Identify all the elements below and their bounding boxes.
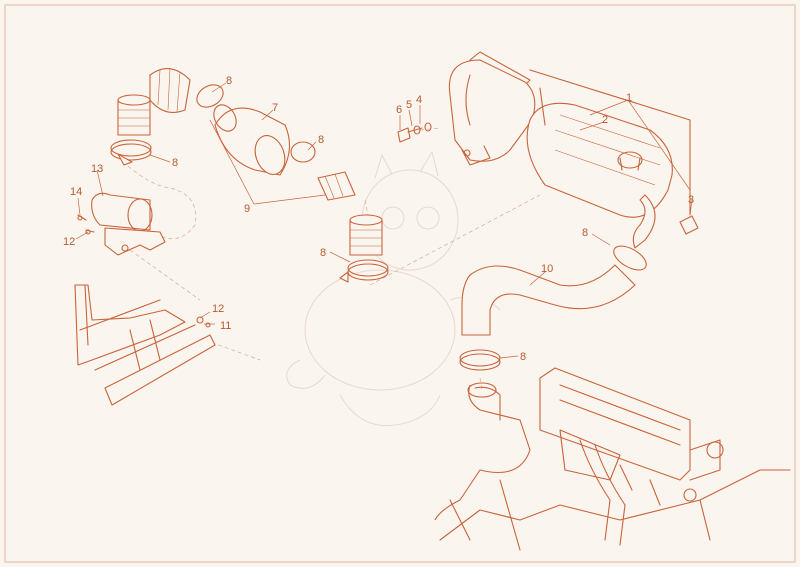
callout-7: 7 xyxy=(272,102,278,114)
callout-4: 4 xyxy=(416,94,422,106)
leader-lines xyxy=(75,82,693,359)
callout-13: 13 xyxy=(91,163,103,175)
callout-12-right: 12 xyxy=(212,303,224,315)
callout-9: 9 xyxy=(244,203,250,215)
callout-14: 14 xyxy=(70,186,82,198)
callout-labels: 1 2 3 4 5 6 7 8 8 8 8 8 8 9 10 11 12 12 … xyxy=(63,75,694,363)
hose-bellows-mid xyxy=(317,171,356,201)
air-cleaner-assembly xyxy=(448,51,699,249)
callout-8-top: 8 xyxy=(226,75,232,87)
callout-8-bottom: 8 xyxy=(520,351,526,363)
intake-hose xyxy=(461,264,636,336)
callout-3: 3 xyxy=(688,194,694,206)
support-bracket xyxy=(77,192,166,256)
callout-2: 2 xyxy=(602,114,608,126)
callout-8-lower: 8 xyxy=(320,247,326,259)
hose-bellows-upper xyxy=(149,67,191,113)
callout-5: 5 xyxy=(406,99,412,111)
callout-10: 10 xyxy=(541,263,553,275)
callout-8-right: 8 xyxy=(582,227,588,239)
hose-bellows-lower xyxy=(349,214,383,256)
diagram-frame xyxy=(4,4,796,563)
callout-11: 11 xyxy=(220,320,231,332)
frame-rail xyxy=(74,284,216,406)
callout-6: 6 xyxy=(396,104,402,116)
pipe-adapter xyxy=(213,104,291,176)
bolt-washer-set xyxy=(397,122,432,143)
callout-12-left: 12 xyxy=(63,236,75,248)
hose-bellows-left xyxy=(117,94,151,136)
callout-1: 1 xyxy=(626,92,632,104)
callout-8-mid: 8 xyxy=(318,134,324,146)
callout-8-left: 8 xyxy=(172,157,178,169)
engine-block xyxy=(434,367,791,551)
